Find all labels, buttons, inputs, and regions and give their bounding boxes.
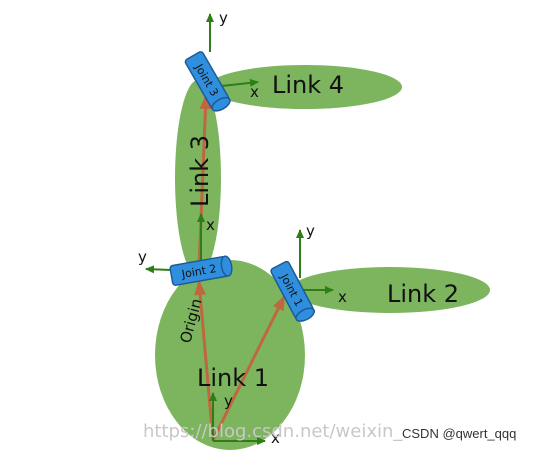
joint1-x-label: x [338, 288, 347, 306]
origin-to-joint2-vector [194, 280, 215, 441]
joint1-y-label: y [306, 222, 315, 240]
joint2-y-label: y [138, 248, 147, 266]
link-3-shape [175, 80, 221, 276]
source-badge: CSDN @qwert_qqq [402, 426, 516, 441]
link-2-shape [290, 267, 490, 313]
link-4-label: Link 4 [272, 71, 344, 99]
origin-y-label: y [224, 392, 233, 410]
link-2-label: Link 2 [387, 280, 459, 308]
joint2-x-label: x [206, 216, 215, 234]
watermark-url: https://blog.csdn.net/weixin_ [143, 421, 403, 442]
link-1-shape [155, 260, 305, 450]
origin-to-joint1-vector [211, 295, 286, 441]
link-1-label: Link 1 [197, 364, 269, 392]
link-3-label: Link 3 [186, 135, 214, 207]
joint3-x-label: x [250, 83, 259, 101]
link-4-shape [208, 65, 402, 109]
joint-2-label: Joint 2 [180, 262, 218, 281]
joint-2: Joint 2 [169, 255, 233, 286]
joint3-y-label: y [219, 9, 228, 27]
origin-x-label: x [271, 429, 280, 447]
